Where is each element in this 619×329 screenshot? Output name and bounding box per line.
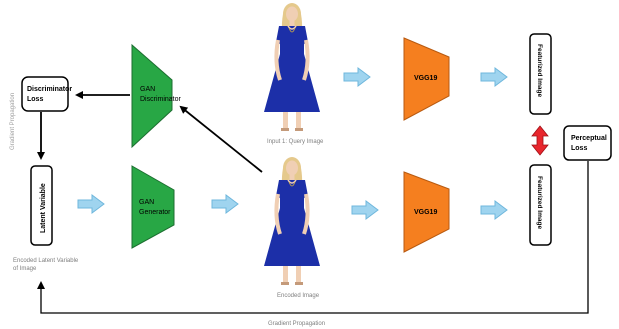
flow-arrow-latent-to-generator (77, 194, 105, 214)
svg-text:Loss: Loss (571, 145, 587, 152)
discriminator-loss-box: Discriminator Loss (21, 76, 72, 112)
svg-text:GAN: GAN (139, 199, 154, 206)
discriminator-loss-label-1: Discriminator (27, 86, 72, 93)
arrow-encoded-to-discriminator (179, 105, 263, 173)
gan-discriminator-label-1: GAN (140, 86, 155, 93)
vgg19-top-block: VGG19 (403, 37, 450, 121)
flow-arrow-vgg-to-featurized-top (480, 67, 508, 87)
featurized-image-bottom-box: Featurized Image (529, 164, 552, 246)
query-image-caption: Input 1: Query Image (267, 139, 324, 145)
featurized-top-label: Featurized Image (536, 44, 543, 97)
query-image (262, 1, 322, 133)
encoded-image-caption: Encoded Image (277, 293, 320, 299)
svg-text:Discriminator: Discriminator (27, 86, 72, 93)
vgg19-bottom-block: VGG19 (403, 171, 450, 253)
svg-text:Generator: Generator (139, 209, 171, 216)
gan-discriminator-label-2: Discriminator (140, 96, 182, 103)
gradient-return-path (37, 161, 589, 314)
flow-arrow-generator-to-encoded (211, 194, 239, 214)
flow-arrow-encoded-to-vgg (351, 200, 379, 220)
encoded-latent-caption-2: of Image (13, 266, 37, 272)
encoded-image (262, 155, 322, 287)
vgg19-top-label: VGG19 (414, 75, 437, 82)
flow-arrow-query-to-vgg (343, 67, 371, 87)
perceptual-loss-label-2: Loss (571, 145, 587, 152)
gradient-propagation-left-label: Gradient Propagation (10, 93, 16, 150)
gan-generator-label-2: Generator (139, 209, 171, 216)
discriminator-loss-label-2: Loss (27, 96, 43, 103)
svg-text:Encoded Latent Variable: Encoded Latent Variable (13, 258, 79, 264)
latent-variable-label: Latent Variable (40, 183, 47, 233)
svg-text:Perceptual: Perceptual (571, 135, 607, 142)
perceptual-loss-box: Perceptual Loss (563, 125, 612, 161)
encoded-latent-caption-1: Encoded Latent Variable (13, 258, 79, 264)
vgg19-bottom-label: VGG19 (414, 209, 437, 216)
svg-text:GAN: GAN (140, 86, 155, 93)
perceptual-compare-arrow (531, 125, 549, 156)
gan-generator-block: GAN Generator (131, 165, 175, 249)
latent-variable-box: Latent Variable (30, 165, 53, 246)
featurized-bottom-label: Featurized Image (536, 176, 543, 229)
svg-text:of Image: of Image (13, 266, 37, 272)
perceptual-loss-label-1: Perceptual (571, 135, 607, 142)
flow-arrow-vgg-to-featurized-bottom (480, 200, 508, 220)
gan-discriminator-block: GAN Discriminator (131, 43, 182, 149)
gradient-propagation-bottom-label: Gradient Propagation (268, 321, 325, 327)
gan-generator-label-1: GAN (139, 199, 154, 206)
featurized-image-top-box: Featurized Image (529, 33, 552, 115)
svg-text:Discriminator: Discriminator (140, 96, 182, 103)
svg-text:Loss: Loss (27, 96, 43, 103)
